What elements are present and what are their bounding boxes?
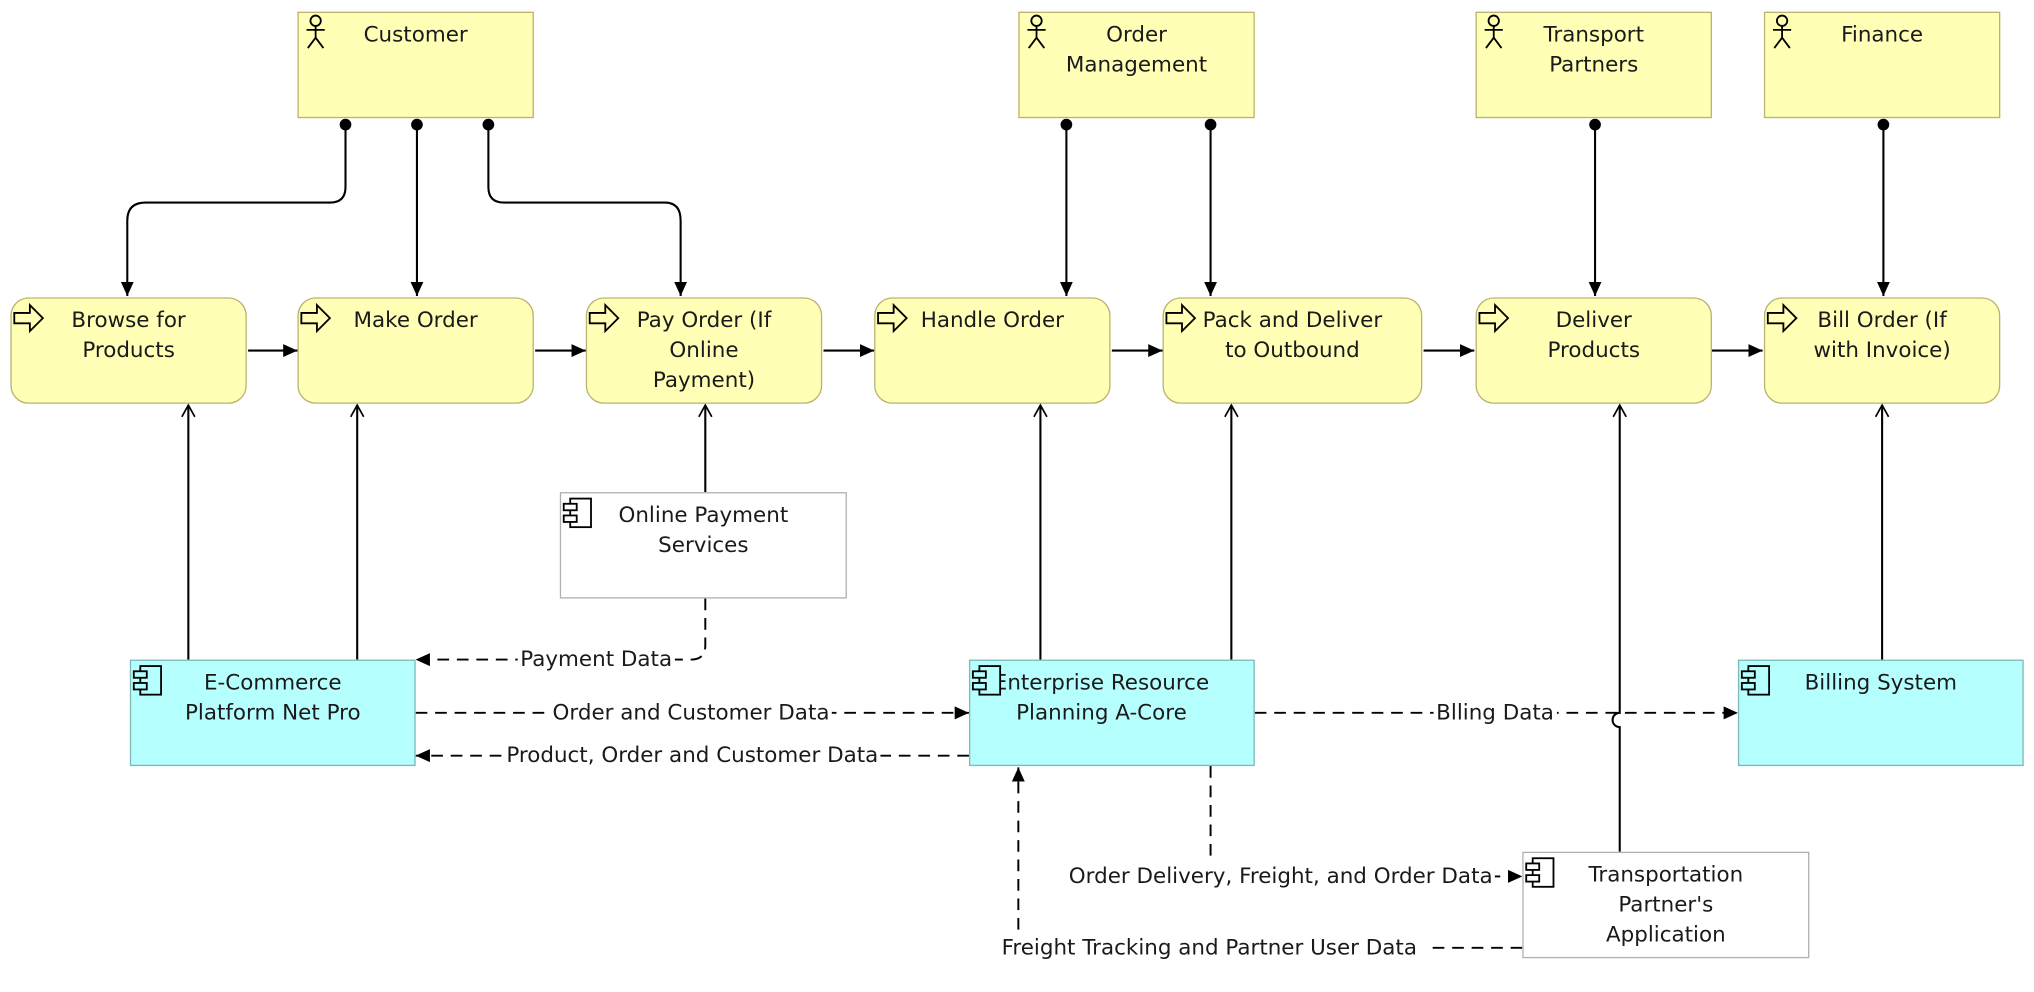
process-arrow-icon: [300, 302, 332, 334]
assignment-customer-pay-order: [487, 124, 688, 297]
component-icon: [1525, 857, 1555, 888]
flow-label-payment-data: Payment Data: [517, 645, 675, 674]
process-arrow-icon: [1478, 302, 1510, 334]
process-deliver-products-label: Deliver Products: [1547, 307, 1641, 363]
flow-label-order-customer-data: Order and Customer Data: [549, 698, 833, 728]
actor-customer-label: Customer: [363, 22, 468, 47]
flow-label-freight-tracking-data: Freight Tracking and Partner User Data: [998, 933, 1420, 963]
process-bill-order[interactable]: Bill Order (If with Invoice): [1763, 297, 2001, 404]
process-handle-order-label: Handle Order: [920, 307, 1065, 333]
process-handle-order[interactable]: Handle Order: [874, 297, 1111, 404]
flow-order-delivery-data: [1209, 766, 1523, 876]
process-arrow-icon: [1165, 302, 1197, 334]
actor-finance-label: Finance: [1841, 22, 1924, 47]
process-arrow-icon: [13, 302, 45, 334]
process-make-order[interactable]: Make Order: [297, 297, 534, 404]
serving-transport-deliver: [1611, 403, 1627, 852]
process-browse-label: Browse for Products: [71, 307, 186, 363]
flow-label-billing-data: Blling Data: [1433, 698, 1557, 728]
component-icon: [1740, 665, 1771, 696]
actor-icon: [1772, 14, 1792, 49]
actor-transport-partners-label: Transport Partners: [1543, 22, 1645, 77]
flow-label-product-order-customer-data: Product, Order and Customer Data: [503, 741, 881, 770]
component-icon: [971, 665, 1002, 696]
process-bill-order-label: Bill Order (If with Invoice): [1813, 307, 1951, 363]
process-arrow-icon: [1766, 302, 1798, 334]
actor-icon: [1027, 14, 1046, 49]
app-transportation-partner-application[interactable]: Transportation Partner's Application: [1522, 851, 1810, 959]
process-arrow-icon: [588, 302, 620, 334]
actor-transport-partners[interactable]: Transport Partners: [1475, 11, 1712, 119]
component-icon: [132, 665, 162, 696]
actor-icon: [1484, 14, 1503, 49]
app-online-payment-label: Online Payment Services: [618, 502, 789, 558]
app-enterprise-resource-planning[interactable]: Enterprise Resource Planning A-Core: [968, 659, 1255, 767]
app-billing-system[interactable]: Billing System: [1737, 659, 2024, 767]
app-online-payment-services[interactable]: Online Payment Services: [559, 492, 847, 599]
assignment-customer-browse: [120, 124, 347, 297]
app-ecommerce-label: E-Commerce Platform Net Pro: [184, 669, 361, 725]
flow-label-order-delivery-data: Order Delivery, Freight, and Order Data: [1066, 862, 1496, 891]
actor-customer[interactable]: Customer: [297, 11, 534, 119]
app-erp-label: Enterprise Resource Planning A-Core: [993, 669, 1210, 725]
process-pack-deliver-label: Pack and Deliver to Outbound: [1202, 307, 1383, 363]
actor-finance[interactable]: Finance: [1763, 11, 2001, 119]
app-billing-label: Billing System: [1804, 669, 1958, 695]
process-browse-for-products[interactable]: Browse for Products: [10, 297, 247, 404]
component-icon: [562, 497, 592, 529]
process-deliver-products[interactable]: Deliver Products: [1475, 297, 1712, 404]
process-pay-order-label: Pay Order (If Online Payment): [636, 307, 772, 393]
process-pack-and-deliver[interactable]: Pack and Deliver to Outbound: [1162, 297, 1423, 404]
flow-payment-data: [415, 598, 707, 667]
process-pay-order[interactable]: Pay Order (If Online Payment): [585, 297, 823, 404]
actor-icon: [306, 14, 325, 49]
process-arrow-icon: [877, 302, 908, 334]
flow-freight-tracking-data: [1018, 767, 1523, 949]
app-ecommerce-platform[interactable]: E-Commerce Platform Net Pro: [129, 659, 416, 767]
app-transport-label: Transportation Partner's Application: [1588, 862, 1744, 947]
actor-order-management[interactable]: Order Management: [1018, 11, 1255, 119]
actor-order-management-label: Order Management: [1065, 22, 1208, 77]
process-make-order-label: Make Order: [353, 307, 478, 333]
